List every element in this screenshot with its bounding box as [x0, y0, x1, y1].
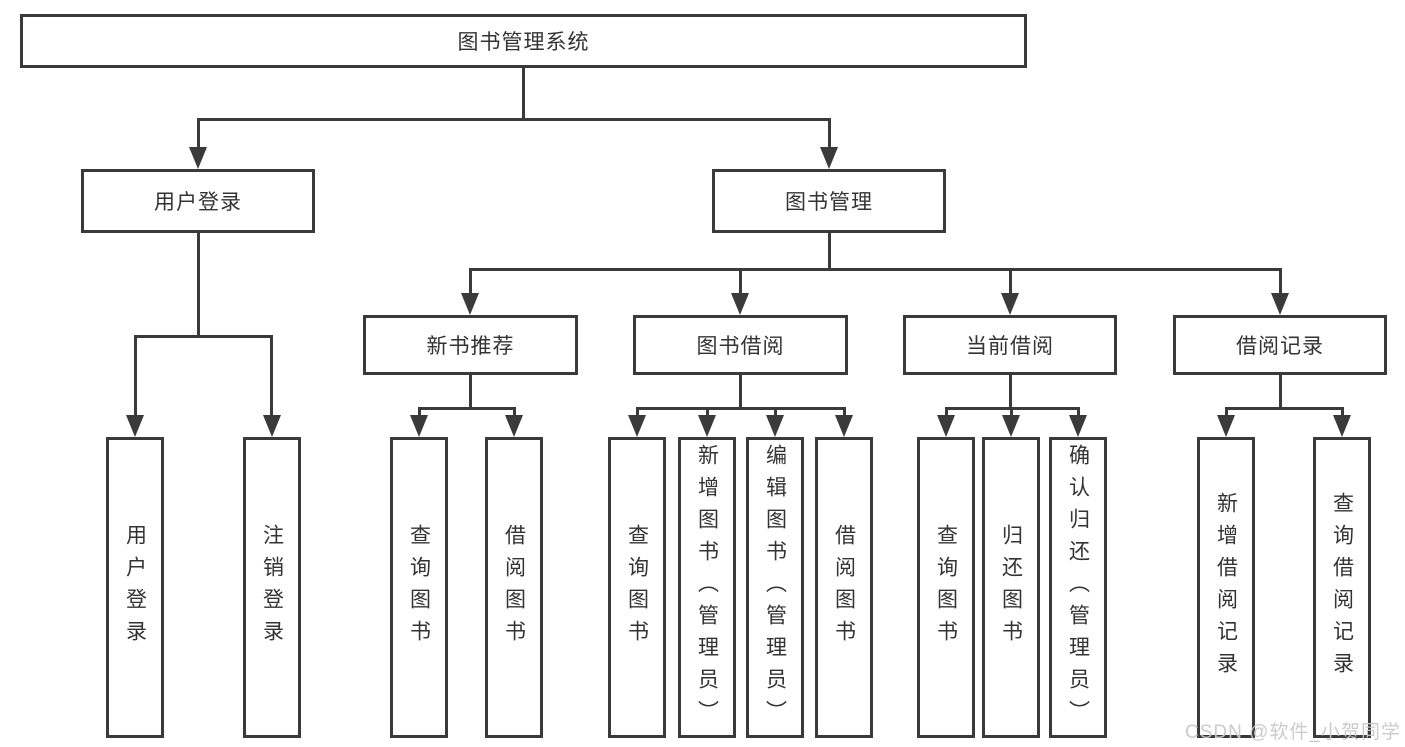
- node-library-management-system: 图书管理系统: [20, 14, 1027, 68]
- leaf-label: 借阅图书: [832, 523, 856, 652]
- connector-line: [739, 375, 742, 410]
- arrow-down-icon: [1217, 415, 1235, 437]
- leaf-records-add-record: 新增借阅记录: [1197, 437, 1255, 738]
- arrow-down-icon: [1333, 415, 1351, 437]
- arrow-down-icon: [698, 415, 716, 437]
- connector-line: [774, 407, 777, 419]
- arrow-down-icon: [461, 293, 479, 315]
- node-label: 借阅记录: [1236, 335, 1324, 358]
- connector-line: [1279, 375, 1282, 410]
- leaf-user-login: 用户登录: [106, 437, 164, 738]
- connector-line: [706, 407, 709, 419]
- connector-line: [134, 335, 273, 338]
- connector-line: [418, 407, 516, 410]
- arrow-down-icon: [189, 147, 207, 169]
- connector-line: [636, 407, 639, 419]
- leaf-borrowing-add-books-admin: 新增图书（管理员）: [678, 437, 736, 738]
- connector-line: [469, 268, 1281, 271]
- connector-line: [197, 233, 200, 338]
- connector-line: [1009, 268, 1012, 295]
- node-book-management: 图书管理: [712, 169, 946, 233]
- leaf-label: 查询借阅记录: [1330, 491, 1354, 684]
- leaf-current-confirm-return-admin: 确认归还（管理员）: [1049, 437, 1107, 738]
- connector-line: [1009, 375, 1012, 410]
- arrow-down-icon: [766, 415, 784, 437]
- node-label: 图书管理: [785, 191, 873, 214]
- connector-line: [1077, 407, 1080, 419]
- leaf-current-query-books: 查询图书: [917, 437, 975, 738]
- arrow-down-icon: [731, 293, 749, 315]
- leaf-label: 查询图书: [934, 523, 958, 652]
- leaf-label: 编辑图书（管理员）: [763, 443, 787, 732]
- connector-line: [469, 375, 472, 410]
- connector-line: [828, 118, 831, 148]
- connector-line: [945, 407, 948, 419]
- connector-line: [636, 407, 846, 410]
- connector-line: [197, 118, 831, 121]
- arrow-down-icon: [628, 415, 646, 437]
- leaf-label: 注销登录: [260, 523, 284, 652]
- leaf-logout: 注销登录: [243, 437, 301, 738]
- arrow-down-icon: [937, 415, 955, 437]
- leaf-label: 新增图书（管理员）: [695, 443, 719, 732]
- node-label: 当前借阅: [966, 335, 1054, 358]
- node-current-borrowing: 当前借阅: [903, 315, 1117, 375]
- node-new-book-recommend: 新书推荐: [363, 315, 578, 375]
- connector-line: [469, 268, 472, 295]
- node-label: 图书管理系统: [457, 31, 590, 54]
- connector-line: [513, 407, 516, 419]
- arrow-down-icon: [1271, 293, 1289, 315]
- arrow-down-icon: [410, 415, 428, 437]
- leaf-label: 归还图书: [999, 523, 1023, 652]
- connector-line: [843, 407, 846, 419]
- connector-line: [522, 68, 525, 119]
- connector-line: [828, 233, 831, 271]
- arrow-down-icon: [1069, 415, 1087, 437]
- node-book-borrowing: 图书借阅: [633, 315, 848, 375]
- connector-line: [1225, 407, 1228, 419]
- node-label: 用户登录: [154, 191, 242, 214]
- leaf-recommend-borrow-books: 借阅图书: [485, 437, 543, 738]
- leaf-label: 新增借阅记录: [1214, 491, 1238, 684]
- connector-line: [1010, 407, 1013, 419]
- arrow-down-icon: [505, 415, 523, 437]
- arrow-down-icon: [126, 415, 144, 437]
- leaf-label: 查询图书: [625, 523, 649, 652]
- leaf-borrowing-edit-books-admin: 编辑图书（管理员）: [746, 437, 804, 738]
- connector-line: [1341, 407, 1344, 419]
- leaf-label: 借阅图书: [502, 523, 526, 652]
- leaf-current-return-books: 归还图书: [982, 437, 1040, 738]
- arrow-down-icon: [1002, 415, 1020, 437]
- connector-line: [1279, 268, 1282, 295]
- arrow-down-icon: [263, 415, 281, 437]
- leaf-borrowing-query-books: 查询图书: [608, 437, 666, 738]
- connector-line: [197, 118, 200, 148]
- connector-line: [739, 268, 742, 295]
- node-label: 新书推荐: [426, 335, 515, 358]
- leaf-records-query-record: 查询借阅记录: [1313, 437, 1371, 738]
- arrow-down-icon: [1001, 293, 1019, 315]
- leaf-label: 用户登录: [123, 523, 147, 652]
- connector-line: [1225, 407, 1344, 410]
- leaf-recommend-query-books: 查询图书: [390, 437, 448, 738]
- node-user-login: 用户登录: [81, 169, 315, 233]
- leaf-label: 查询图书: [407, 523, 431, 652]
- connector-line: [418, 407, 421, 419]
- connector-line: [270, 335, 273, 417]
- arrow-down-icon: [835, 415, 853, 437]
- node-borrowing-records: 借阅记录: [1173, 315, 1387, 375]
- leaf-label: 确认归还（管理员）: [1066, 443, 1090, 732]
- node-label: 图书借阅: [696, 335, 785, 358]
- connector-line: [134, 335, 137, 417]
- arrow-down-icon: [820, 147, 838, 169]
- csdn-watermark: CSDN @软件_小贺同学: [1185, 722, 1401, 743]
- leaf-borrowing-borrow-books: 借阅图书: [815, 437, 873, 738]
